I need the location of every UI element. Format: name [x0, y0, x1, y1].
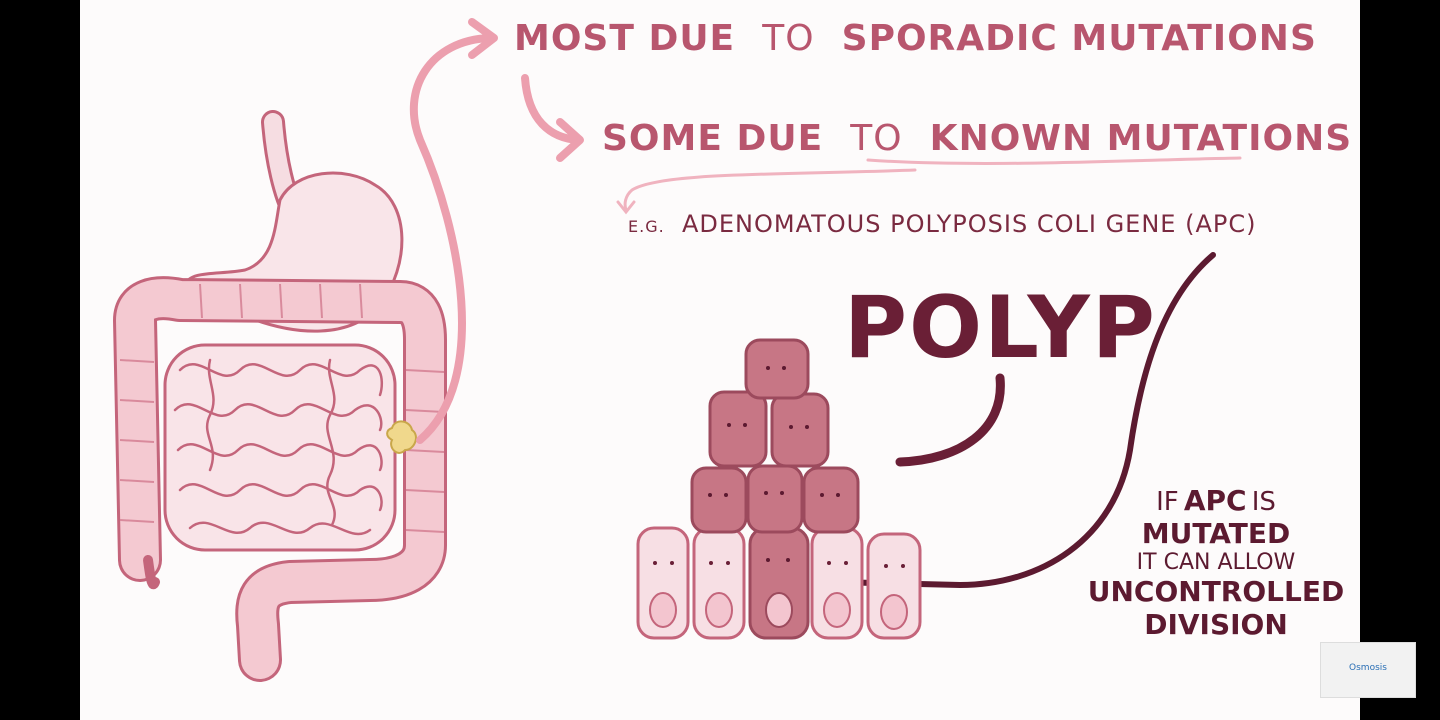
- right-letterbox: [1360, 0, 1440, 720]
- diagram-canvas: MOST DUE TO SPORADIC MUTATIONS SOME DUE …: [80, 0, 1360, 720]
- illustration: [113, 18, 1242, 682]
- arrow-to-sporadic-icon: [409, 18, 498, 444]
- polyp-cell: [690, 466, 748, 534]
- logo-text: Osmosis: [1349, 663, 1387, 673]
- polyp-pointer-line: [895, 373, 1005, 467]
- epithelial-cell: [866, 532, 922, 640]
- known-mutations-line: SOME DUE TO KNOWN MUTATIONS: [602, 118, 1353, 159]
- polyp-cell: [802, 466, 860, 534]
- polyp-cell: [770, 392, 830, 468]
- apc-gene-example: E.G. ADENOMATOUS POLYPOSIS COLI GENE (AP…: [628, 210, 1257, 238]
- left-letterbox: [0, 0, 80, 720]
- polyp-cell: [708, 390, 768, 468]
- sporadic-mutations-line: MOST DUE TO SPORADIC MUTATIONS: [514, 18, 1317, 59]
- polyp-cluster-illustration: [636, 338, 922, 640]
- polyp-cell: [744, 338, 810, 400]
- arrow-to-known-icon: [521, 74, 584, 162]
- epithelial-cell: [692, 526, 746, 640]
- known-mutations-underline: [866, 156, 1242, 165]
- apc-pointer-line: [832, 252, 1216, 589]
- polyp-cell: [746, 464, 804, 534]
- digestive-system-icon: [113, 110, 447, 682]
- epithelial-cell: [636, 526, 690, 640]
- epithelial-cell: [810, 526, 864, 640]
- arrow-to-example-icon: [616, 168, 917, 215]
- mutated-cell: [748, 526, 810, 640]
- polyp-label: POLYP: [844, 278, 1157, 378]
- osmosis-logo: Osmosis: [1320, 642, 1416, 698]
- apc-mutation-note: IF APC IS MUTATED IT CAN ALLOW UNCONTROL…: [1087, 484, 1345, 641]
